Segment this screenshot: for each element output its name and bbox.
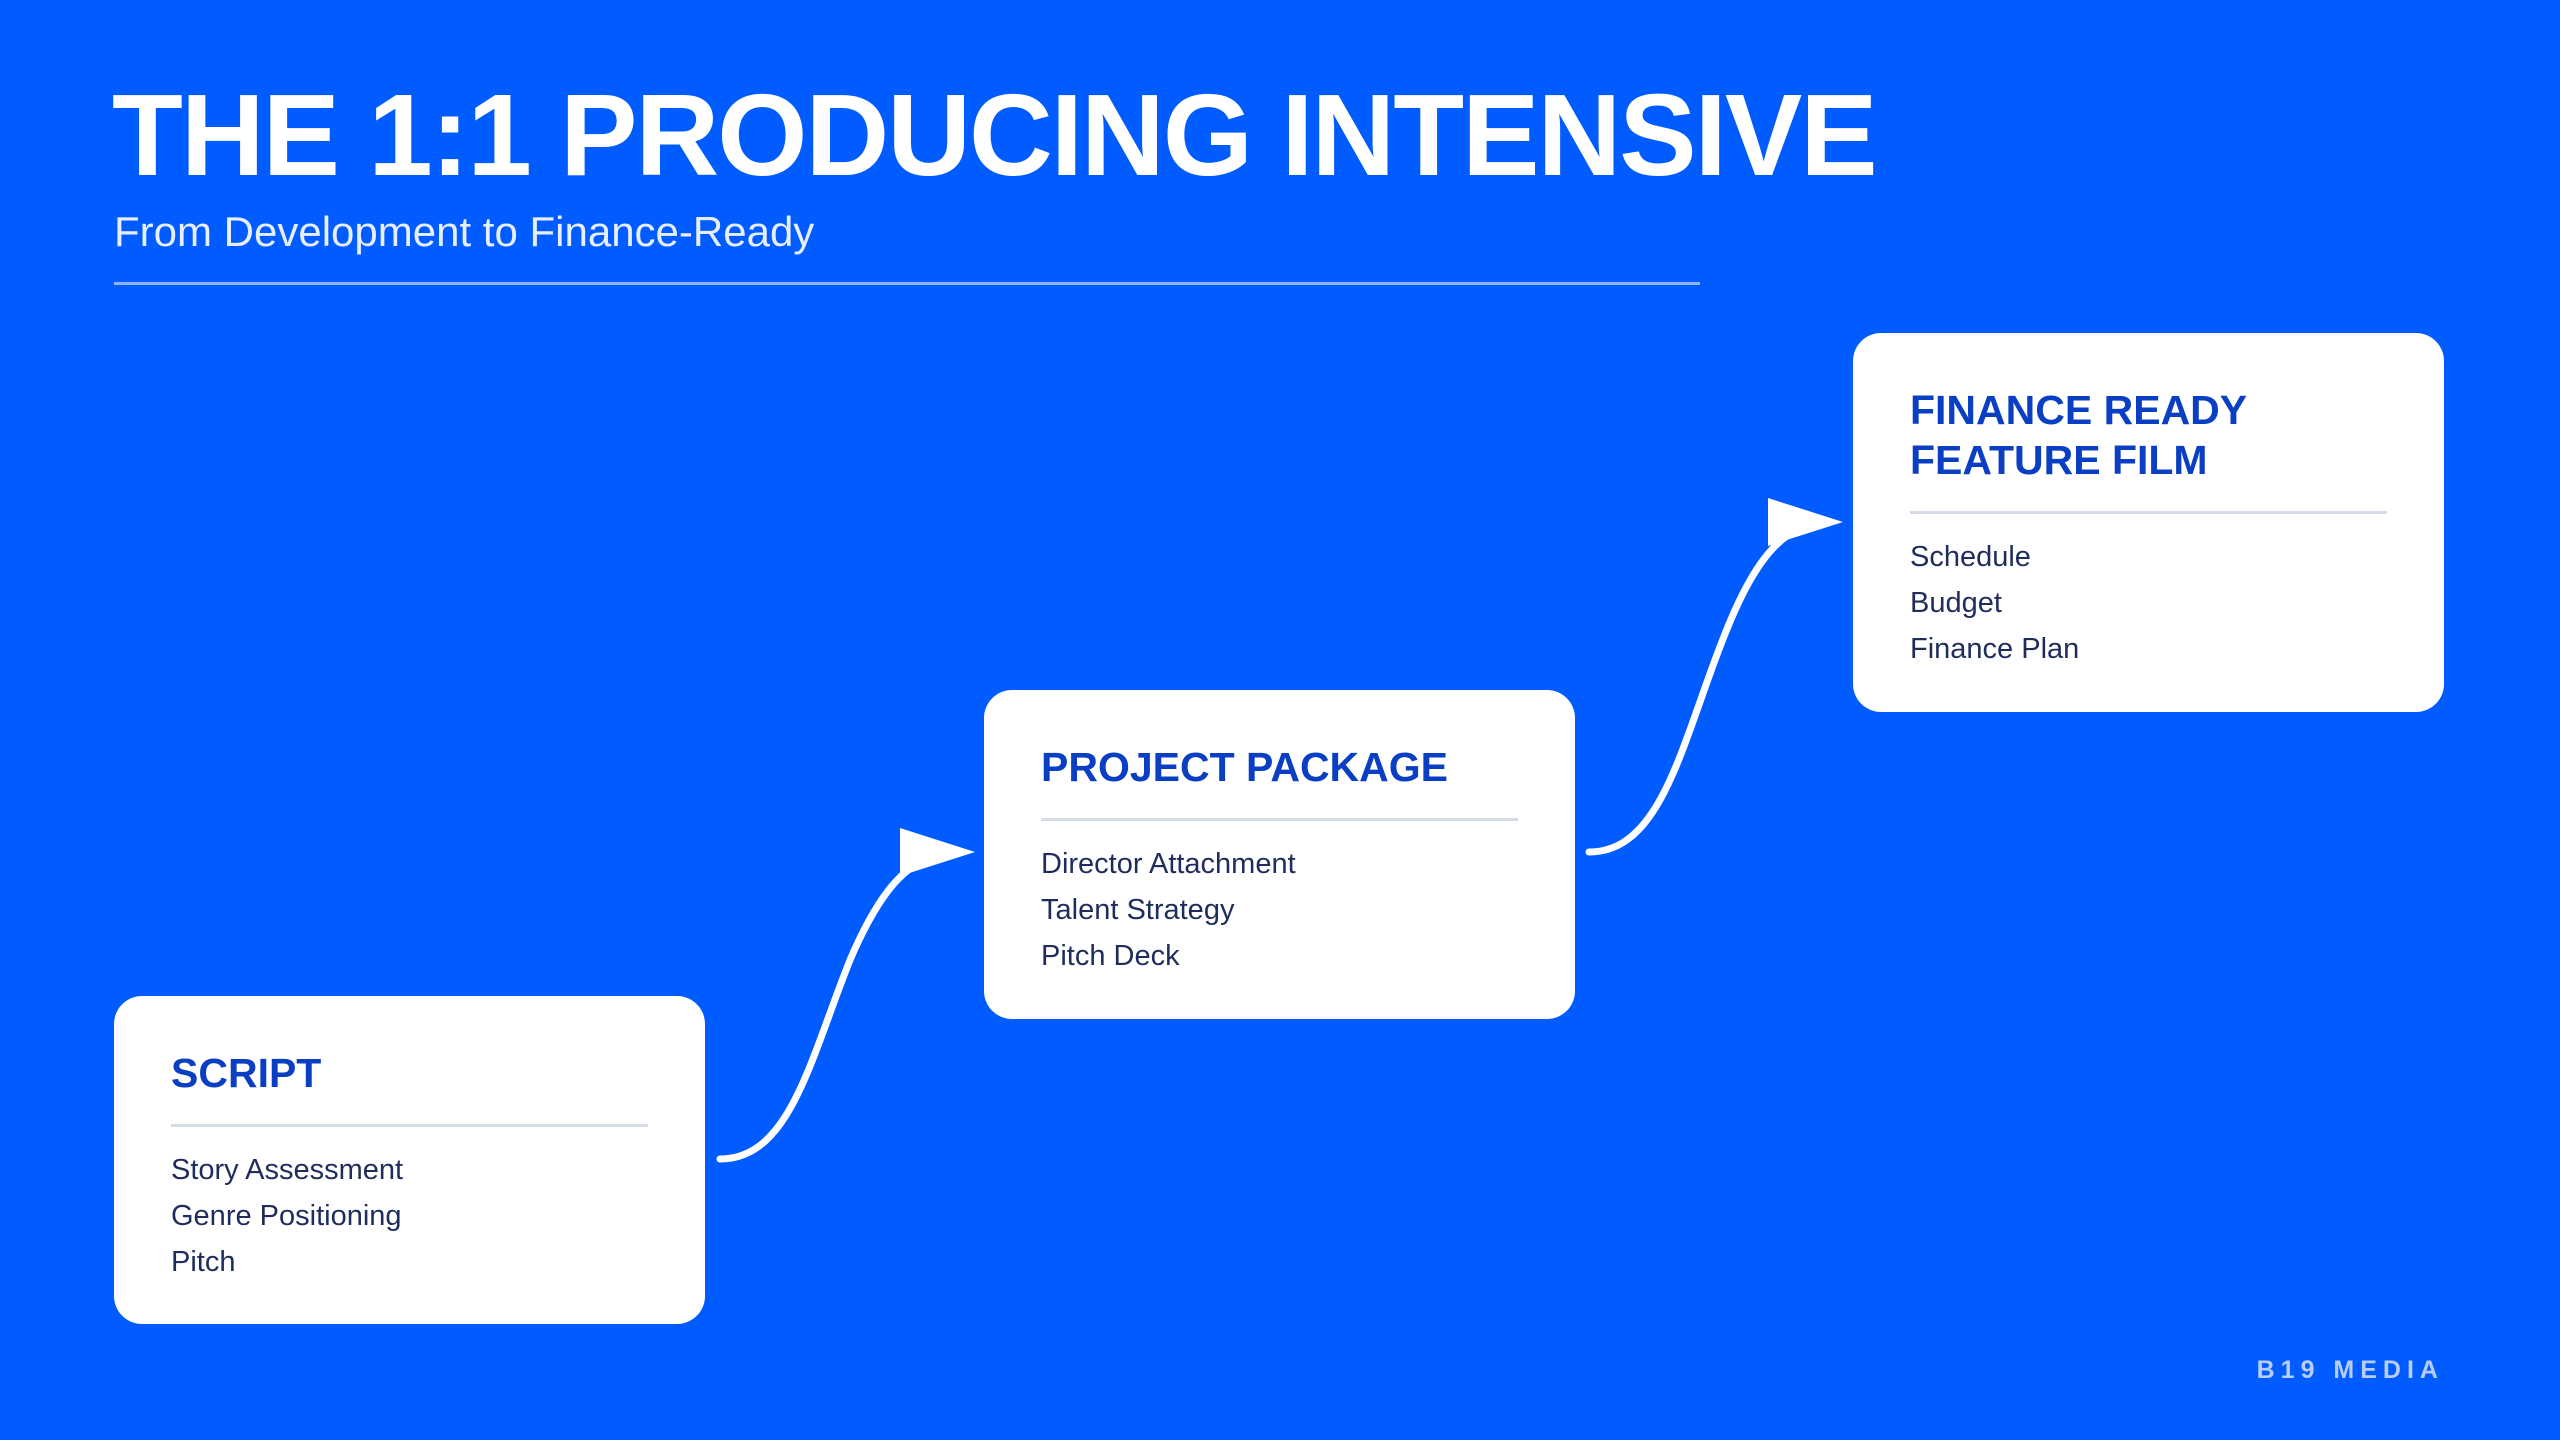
arrow-package-to-finance bbox=[1585, 518, 1832, 856]
stage-item: Genre Positioning bbox=[171, 1200, 402, 1232]
stage-title: PROJECT PACKAGE bbox=[1041, 744, 1449, 790]
page-subtitle: From Development to Finance-Ready bbox=[114, 208, 815, 255]
stage-title: SCRIPT bbox=[171, 1050, 322, 1096]
arrowhead-icon bbox=[1768, 498, 1843, 546]
arrowhead-icon bbox=[900, 828, 975, 876]
title-divider bbox=[114, 282, 1700, 285]
stage-item: Finance Plan bbox=[1910, 633, 2080, 665]
stage-card-script: SCRIPT Story Assessment Genre Positionin… bbox=[114, 996, 705, 1324]
brand-label: B19 MEDIA bbox=[2256, 1356, 2444, 1384]
page-title: THE 1:1 PRODUCING INTENSIVE bbox=[112, 70, 1878, 200]
card-divider bbox=[171, 1124, 648, 1127]
stage-item: Budget bbox=[1910, 587, 2002, 619]
stage-card-project-package: PROJECT PACKAGE Director Attachment Tale… bbox=[984, 690, 1575, 1019]
stage-item: Pitch Deck bbox=[1041, 940, 1180, 972]
stage-title: FINANCE READY FEATURE FILM bbox=[1910, 387, 2247, 483]
stage-item: Director Attachment bbox=[1041, 848, 1296, 880]
stage-card-finance-ready: FINANCE READY FEATURE FILM Schedule Budg… bbox=[1853, 333, 2444, 712]
card-divider bbox=[1910, 511, 2387, 514]
stage-item: Talent Strategy bbox=[1041, 894, 1235, 926]
card-divider bbox=[1041, 818, 1518, 821]
stage-item: Pitch bbox=[171, 1246, 236, 1278]
stage-item: Schedule bbox=[1910, 541, 2031, 573]
stage-item: Story Assessment bbox=[171, 1154, 404, 1186]
arrow-script-to-package bbox=[716, 848, 964, 1163]
